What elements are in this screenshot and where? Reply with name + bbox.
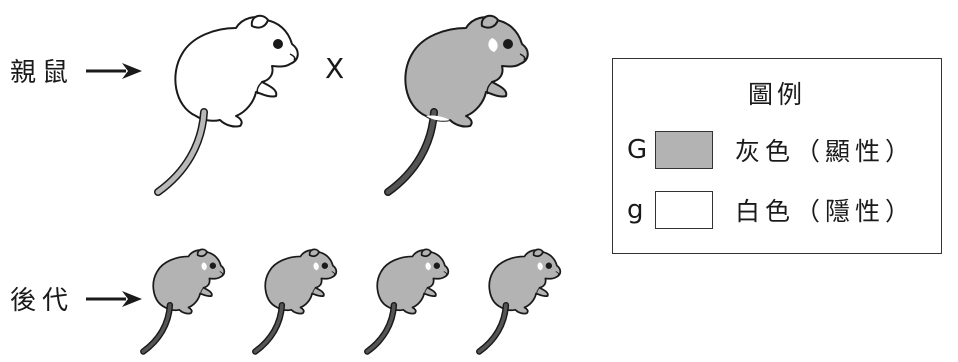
offspring-gray-mouse [476,248,562,355]
legend-box: 圖例 G 灰色（顯性） g 白色（隱性） [612,58,942,254]
gray-swatch [655,131,713,169]
offspring-gray-mouse [140,248,226,355]
offspring-label-text: 後代 [10,286,75,316]
offspring-gray-mouse [364,248,450,355]
offspring-gray-mouse [252,248,338,355]
allele-symbol: G [627,135,648,165]
right-arrow-icon [86,61,143,81]
cross-symbol: X [325,52,345,85]
offspring-row-label: 後代 [10,280,143,317]
white-swatch [655,191,713,229]
parents-row-label: 親鼠 [10,52,143,89]
allele-symbol: g [627,195,644,225]
parent-gray-mouse [384,14,529,196]
right-arrow-icon [86,289,143,309]
parents-label-text: 親鼠 [10,58,75,88]
legend-row-dominant: G 灰色（顯性） [627,131,915,169]
legend-title: 圖例 [747,80,806,109]
legend-row-recessive: g 白色（隱性） [627,191,915,229]
legend-description: 灰色（顯性） [735,137,916,166]
legend-description: 白色（隱性） [735,197,916,226]
parent-white-mouse [154,14,299,196]
